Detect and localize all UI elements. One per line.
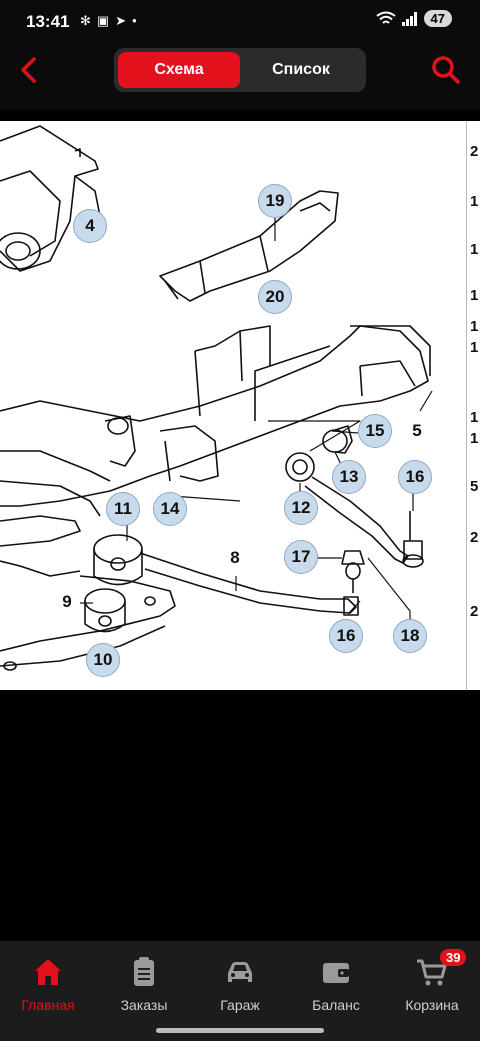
callout-9[interactable]: 9: [62, 592, 72, 611]
nav-garage[interactable]: Гараж: [192, 955, 288, 1025]
nav-garage-label: Гараж: [220, 997, 260, 1013]
home-indicator[interactable]: [156, 1028, 324, 1033]
wallet-icon: [323, 963, 349, 983]
callout-11[interactable]: 11: [106, 492, 140, 526]
strip-item[interactable]: 1: [470, 241, 479, 258]
tab-scheme[interactable]: Схема: [118, 52, 240, 88]
strip-item[interactable]: 1: [470, 339, 479, 356]
car-icon: [228, 962, 252, 982]
view-switcher: Схема Список: [114, 48, 366, 92]
status-right: 47: [375, 10, 452, 27]
nav-orders[interactable]: Заказы: [96, 955, 192, 1025]
strip-item[interactable]: 1: [470, 318, 479, 335]
callout-5[interactable]: 5: [412, 421, 422, 440]
callout-15[interactable]: 15: [358, 414, 392, 448]
callout-16-bottom[interactable]: 16: [329, 619, 363, 653]
callout-19[interactable]: 19: [258, 184, 292, 218]
status-time: 13:41: [26, 12, 70, 31]
cart-icon: [417, 959, 447, 986]
callout-8[interactable]: 8: [230, 548, 240, 567]
notification-icons: ✻ ▣ ➤ •: [80, 12, 137, 30]
bottom-nav: Главная Заказы Гараж Баланс: [0, 941, 480, 1041]
nav-cart-label: Корзина: [405, 997, 459, 1013]
callout-14[interactable]: 14: [153, 492, 187, 526]
parts-diagram[interactable]: 19 20 4 5 15 13 12 14 16 11 8 17 9 10 16…: [0, 121, 480, 690]
nav-orders-label: Заказы: [120, 997, 168, 1013]
strip-item[interactable]: 2: [470, 143, 479, 160]
callout-4[interactable]: 4: [73, 209, 107, 243]
telegram-icon: ➤: [115, 13, 127, 28]
callout-17[interactable]: 17: [284, 540, 318, 574]
strip-item[interactable]: 1: [470, 409, 479, 426]
callout-18[interactable]: 18: [393, 619, 427, 653]
strip-item[interactable]: 1: [470, 430, 479, 447]
signal-icon: [401, 11, 417, 26]
orders-icon: [134, 957, 154, 986]
callout-16-top[interactable]: 16: [398, 460, 432, 494]
parts-strip: 2 1 1 1 1 1 1 1 5 2 2: [466, 121, 480, 690]
strip-item[interactable]: 2: [470, 529, 479, 546]
status-bar: 13:41 ✻ ▣ ➤ • 47: [0, 0, 480, 44]
strip-item[interactable]: 1: [470, 193, 479, 210]
callout-20[interactable]: 20: [258, 280, 292, 314]
battery-indicator: 47: [423, 10, 452, 27]
strip-item[interactable]: 5: [470, 478, 479, 495]
nav-home-label: Главная: [21, 997, 75, 1013]
nav-cart[interactable]: 39 Корзина: [384, 949, 480, 1025]
strip-item[interactable]: 1: [470, 287, 479, 304]
wifi-icon: [375, 11, 396, 24]
screenshot-icon: ▣: [96, 13, 110, 28]
dot-icon: •: [132, 13, 137, 28]
nav-balance-label: Баланс: [312, 997, 360, 1013]
nav-home[interactable]: Главная: [0, 955, 96, 1025]
tab-list[interactable]: Список: [272, 61, 330, 78]
callout-10[interactable]: 10: [86, 643, 120, 677]
nav-balance[interactable]: Баланс: [288, 955, 384, 1025]
search-icon[interactable]: [430, 54, 462, 86]
suspension-drawing: [0, 125, 433, 671]
callout-13[interactable]: 13: [332, 460, 366, 494]
fan-icon: ✻: [80, 13, 91, 28]
home-icon: [35, 959, 61, 985]
callout-12[interactable]: 12: [284, 491, 318, 525]
back-icon[interactable]: [14, 54, 46, 86]
strip-item[interactable]: 2: [470, 603, 479, 620]
cart-badge: 39: [440, 949, 467, 966]
header: Схема Список: [0, 44, 480, 110]
